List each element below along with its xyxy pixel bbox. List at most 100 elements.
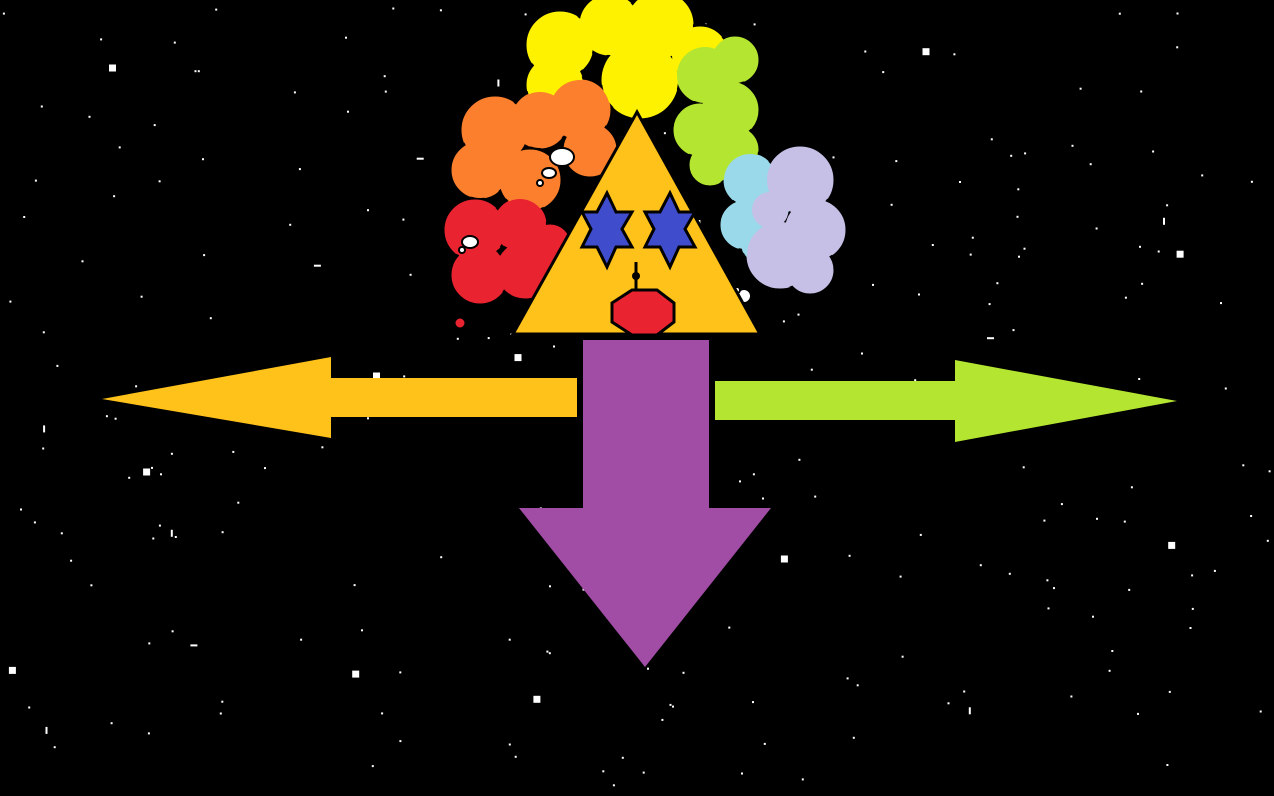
star xyxy=(221,700,224,703)
star xyxy=(1266,539,1269,542)
star xyxy=(202,158,204,161)
star xyxy=(1168,541,1176,549)
star xyxy=(739,480,741,483)
star xyxy=(128,476,131,479)
star xyxy=(118,146,121,149)
star xyxy=(918,293,920,296)
star xyxy=(148,642,151,645)
star xyxy=(173,41,176,44)
star xyxy=(56,364,59,367)
star xyxy=(1163,217,1165,225)
star xyxy=(1138,378,1141,380)
star xyxy=(1016,215,1019,218)
star xyxy=(158,180,161,183)
nose-dot xyxy=(632,272,640,280)
star xyxy=(1224,387,1227,390)
star xyxy=(1213,569,1216,572)
star xyxy=(1022,466,1025,469)
thought-clouds xyxy=(441,0,849,331)
star xyxy=(1108,669,1111,672)
star xyxy=(582,588,585,591)
star xyxy=(53,746,56,749)
star xyxy=(70,559,73,562)
star xyxy=(409,273,412,276)
star xyxy=(621,756,624,759)
star xyxy=(1124,296,1127,299)
star xyxy=(171,630,174,633)
star xyxy=(1023,247,1026,250)
star xyxy=(987,337,994,340)
star xyxy=(753,23,756,26)
star xyxy=(996,282,999,285)
star xyxy=(1008,572,1011,575)
star xyxy=(752,701,754,704)
star xyxy=(548,652,551,655)
star xyxy=(1010,154,1013,157)
star xyxy=(1250,180,1253,183)
star xyxy=(1079,87,1082,90)
star xyxy=(416,157,424,160)
down-arrow xyxy=(519,340,771,667)
star xyxy=(8,666,16,674)
star xyxy=(1220,302,1222,305)
star xyxy=(140,295,143,298)
star xyxy=(20,508,22,511)
star xyxy=(861,352,863,355)
star xyxy=(110,722,113,725)
star xyxy=(1060,503,1063,506)
star xyxy=(1071,144,1074,147)
star xyxy=(33,521,36,524)
star xyxy=(174,536,177,538)
star xyxy=(514,755,517,758)
star xyxy=(798,458,801,461)
star xyxy=(215,8,218,11)
star xyxy=(1166,764,1169,766)
star xyxy=(882,71,885,74)
star xyxy=(602,770,605,773)
star xyxy=(152,537,155,540)
star xyxy=(114,417,117,420)
red-thought-bubble xyxy=(452,315,468,331)
star xyxy=(864,50,867,53)
star xyxy=(399,740,402,743)
star xyxy=(439,9,442,12)
star xyxy=(1128,588,1131,591)
star xyxy=(497,79,500,87)
star xyxy=(1046,579,1049,582)
star xyxy=(135,385,138,388)
star xyxy=(1018,255,1020,258)
star xyxy=(353,584,356,587)
star xyxy=(1118,12,1121,15)
star xyxy=(846,677,849,680)
star xyxy=(1189,627,1192,629)
star xyxy=(762,497,764,500)
right-arrow xyxy=(715,360,1177,442)
left-star-eye-icon xyxy=(579,189,635,271)
star xyxy=(40,105,43,108)
star xyxy=(147,732,150,735)
right-star-eye-icon xyxy=(642,189,698,271)
star xyxy=(1024,152,1027,155)
star xyxy=(922,48,930,56)
star xyxy=(1130,486,1133,489)
star xyxy=(1152,150,1155,153)
star xyxy=(371,765,374,768)
star xyxy=(1191,574,1194,577)
star xyxy=(856,684,859,687)
star xyxy=(1250,515,1253,517)
star xyxy=(1092,615,1094,618)
star xyxy=(953,53,956,56)
triangle-character xyxy=(510,108,763,337)
star xyxy=(1176,250,1184,258)
star xyxy=(109,64,116,72)
star xyxy=(848,554,851,557)
star xyxy=(43,425,46,433)
star xyxy=(968,707,971,715)
star xyxy=(42,447,45,450)
star xyxy=(151,466,153,469)
star xyxy=(194,70,197,73)
star xyxy=(113,195,116,198)
star xyxy=(763,742,766,745)
star xyxy=(969,253,972,256)
